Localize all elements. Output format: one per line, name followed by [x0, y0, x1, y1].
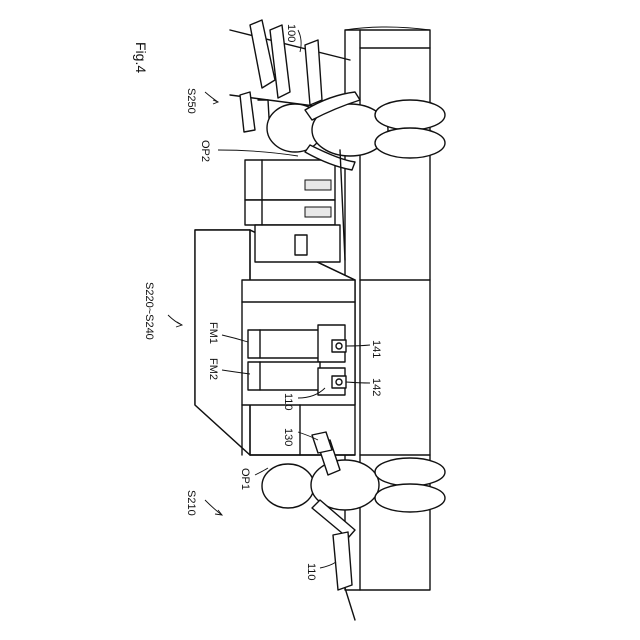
figure-title: Fig.4 — [133, 42, 149, 73]
label-ref-100: 100 — [285, 24, 297, 42]
fixture-module-fm1 — [248, 325, 346, 362]
parts-boxes — [245, 160, 340, 262]
label-op2: OP2 — [199, 140, 211, 162]
label-s210: S210 — [185, 490, 197, 516]
label-ref-141: 141 — [370, 340, 382, 358]
label-fm1: FM1 — [207, 322, 219, 344]
label-ref-142: 142 — [370, 378, 382, 396]
label-ref-110-bottom: 110 — [305, 563, 317, 581]
label-fm2: FM2 — [207, 358, 219, 380]
label-s250: S250 — [185, 88, 197, 114]
label-s220-s240: S220~S240 — [143, 282, 155, 340]
label-ref-110-mid: 110 — [282, 393, 294, 411]
label-ref-130: 130 — [282, 428, 294, 446]
label-op1: OP1 — [239, 468, 251, 490]
